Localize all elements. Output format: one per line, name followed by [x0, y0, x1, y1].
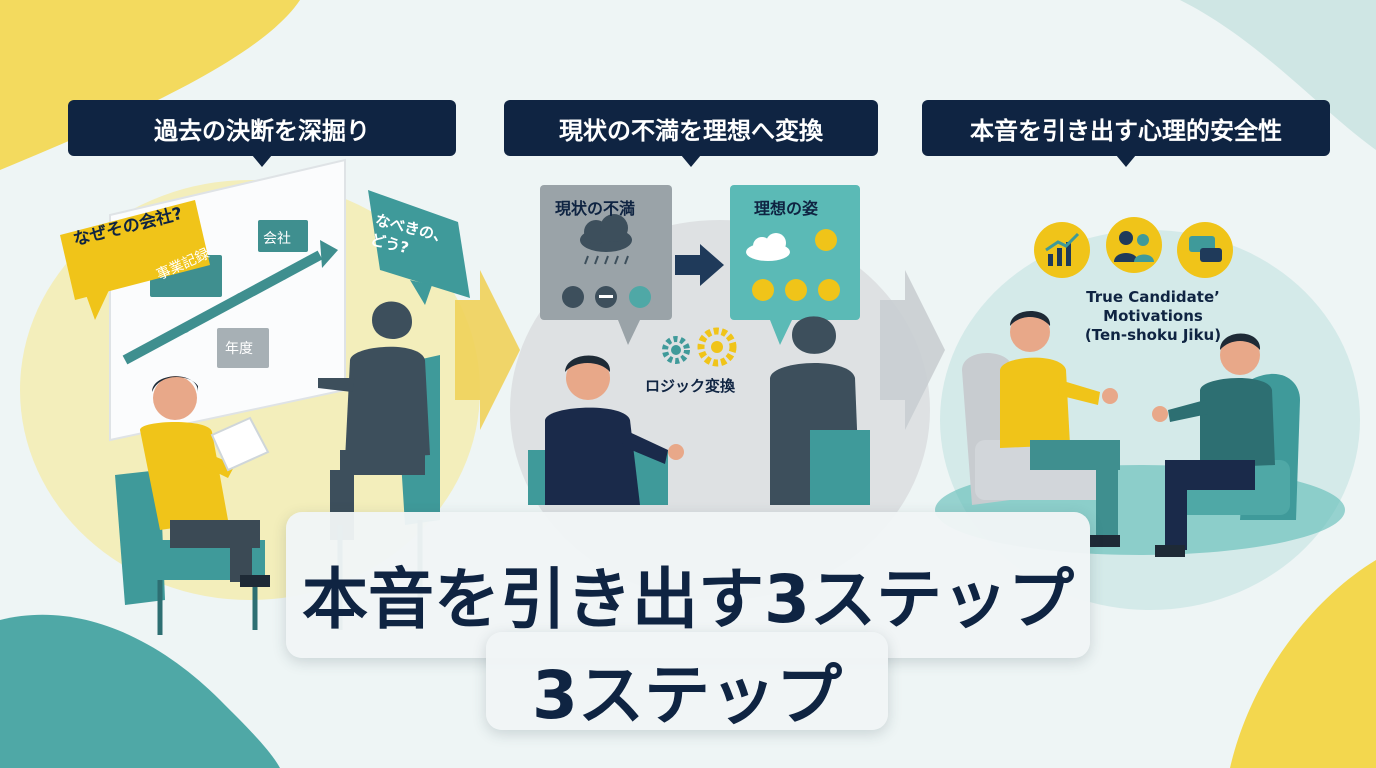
timeline-label-company: 会社 — [263, 231, 291, 247]
rain-cloud-icon — [580, 214, 632, 265]
timeline-tag-year — [217, 328, 269, 368]
main-title: 本音を引き出す3ステップ — [302, 561, 1074, 638]
question-speech-bubble — [60, 200, 210, 320]
step3-banner: 本音を引き出す心理的安全性 — [922, 100, 1330, 167]
interviewer-figure — [1000, 311, 1120, 547]
step1-banner: 過去の決断を深掘り — [68, 100, 456, 167]
interviewer-figure — [140, 376, 270, 587]
reply-speech-bubble — [368, 190, 470, 305]
smile-face-icon — [785, 279, 807, 301]
sad-face-icon — [562, 286, 584, 308]
caption-line-3: (Ten-shoku Jiku) — [1084, 326, 1222, 344]
document-icon — [210, 416, 270, 472]
motivation-caption: True Candidate’ Motivations (Ten-shoku J… — [1058, 288, 1248, 345]
chart-icon — [1034, 222, 1090, 278]
main-subtitle: 3ステップ — [532, 657, 842, 734]
neutral-face-icon — [595, 286, 617, 308]
gear-icon — [697, 327, 737, 367]
caption-line-1: True Candidate’ — [1086, 288, 1220, 306]
gear-icon — [662, 336, 690, 364]
subtitle-card — [486, 632, 888, 730]
logic-conversion-label: ロジック変換 — [645, 377, 736, 395]
ideal-label: 理想の姿 — [754, 199, 819, 218]
timeline-label-year: 年度 — [225, 341, 253, 357]
caption-line-2: Motivations — [1103, 307, 1203, 325]
happy-face-icon — [752, 279, 774, 301]
candidate-silhouette — [318, 301, 440, 630]
step1-scene — [60, 158, 470, 635]
timeline-line — [122, 250, 323, 365]
step2-scene — [528, 185, 870, 505]
timeline-tag-company — [258, 220, 308, 252]
arrow-right-icon — [880, 270, 945, 430]
arrow-right-icon — [675, 244, 724, 286]
arrow-right-icon — [455, 270, 520, 430]
candidate-silhouette — [770, 316, 870, 505]
chat-icon — [1177, 222, 1233, 278]
thumbs-up-icon — [818, 279, 840, 301]
step2-banner: 現状の不満を理想へ変換 — [504, 100, 878, 167]
dissatisfaction-label: 現状の不満 — [555, 199, 636, 218]
candidate-figure — [1152, 333, 1275, 557]
upset-face-icon — [629, 286, 651, 308]
interviewer-figure — [545, 355, 684, 505]
step3-scene — [935, 217, 1345, 557]
people-icon — [1106, 217, 1162, 273]
sun-cloud-icon — [746, 229, 837, 261]
